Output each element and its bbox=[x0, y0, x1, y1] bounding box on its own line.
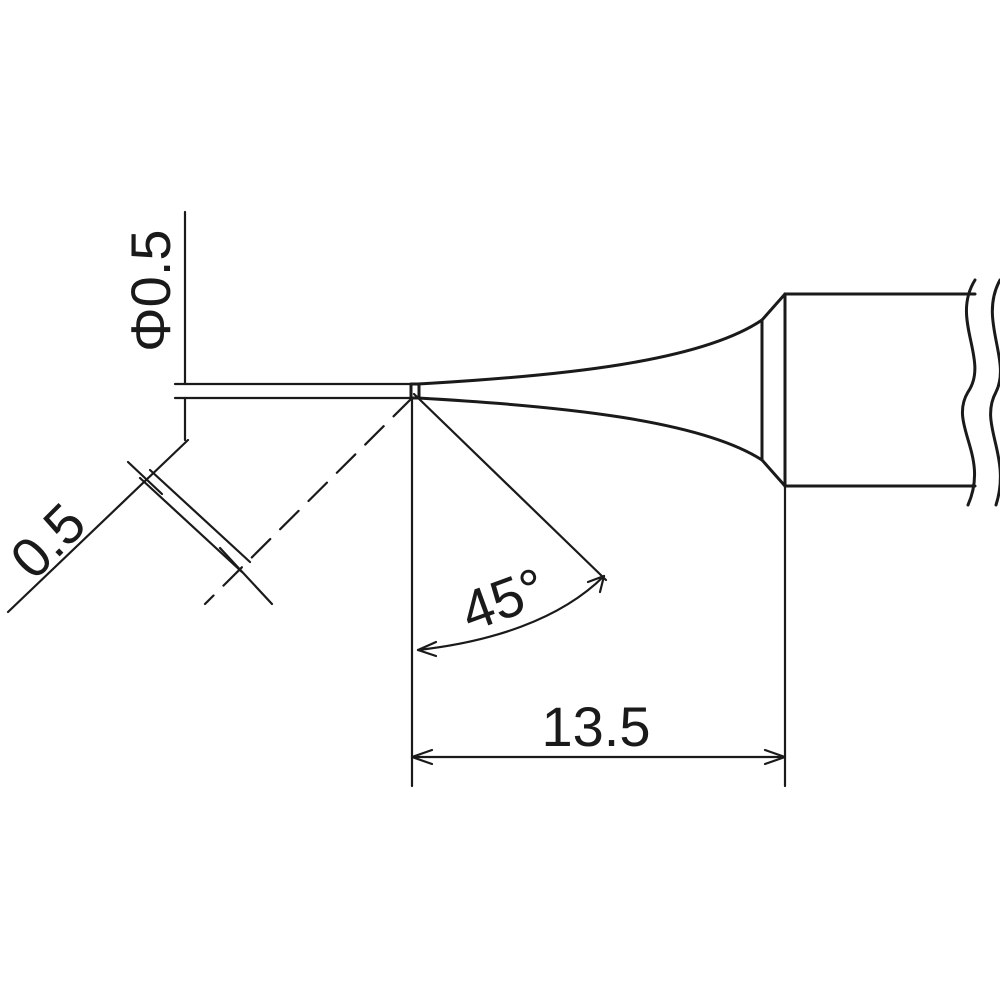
angle-arrow-left bbox=[416, 640, 438, 658]
angle-leg-diagonal bbox=[412, 392, 608, 582]
break-line-right bbox=[989, 278, 1000, 507]
shoulder-upper-edge bbox=[760, 292, 787, 322]
angle-arrow-right bbox=[586, 574, 606, 594]
diameter-dimension: Φ0.5 bbox=[119, 210, 414, 442]
length-dimension: 13.5 bbox=[410, 396, 787, 788]
length-arrow-left bbox=[410, 748, 434, 766]
bevel-face-extension bbox=[203, 396, 414, 606]
shoulder-lower-edge bbox=[760, 458, 787, 488]
bevel-width-dimension: 0.5 bbox=[0, 396, 414, 614]
taper-lower-edge bbox=[416, 396, 764, 462]
length-arrow-right bbox=[763, 748, 787, 766]
break-line-left bbox=[961, 278, 977, 507]
diameter-label: Φ0.5 bbox=[119, 229, 182, 352]
bevel-tick-upper bbox=[126, 460, 164, 496]
angle-dimension: 45° bbox=[412, 392, 608, 658]
bevel-width-label: 0.5 bbox=[0, 491, 98, 591]
angle-arc bbox=[416, 574, 606, 652]
length-label: 13.5 bbox=[542, 695, 651, 758]
bevel-leader-line bbox=[6, 438, 190, 614]
bevel-tick-lower bbox=[218, 546, 274, 606]
taper-upper-edge bbox=[416, 318, 764, 386]
angle-label: 45° bbox=[453, 555, 554, 643]
tip-end-face bbox=[409, 382, 421, 400]
bevel-dimension-line bbox=[138, 476, 244, 574]
bevel-dimension-line-inner bbox=[148, 468, 252, 564]
tip-body bbox=[409, 278, 1000, 507]
